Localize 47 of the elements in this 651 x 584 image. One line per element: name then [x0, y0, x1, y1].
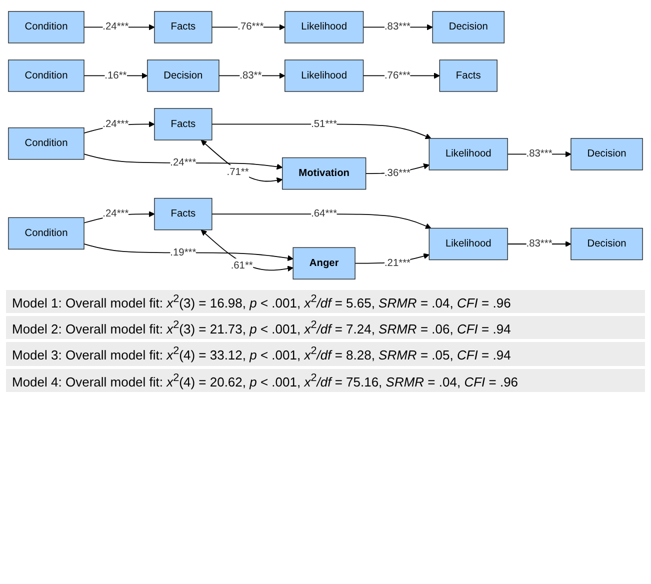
node-box: Facts	[154, 11, 212, 44]
edge-label: .83***	[526, 238, 552, 250]
arrow	[218, 72, 286, 79]
model-fit-note: Model 1: Overall model fit: x$^{2}$(3) = 16.98, p < .001, x$^{2}$/df = 5.65, SRMR = .04, CFI = .96	[6, 290, 645, 313]
edge-label: .76***	[384, 69, 411, 81]
node-box: Likelihood	[284, 60, 364, 92]
edge-label: .61**	[230, 260, 253, 272]
node-box: Anger	[292, 247, 356, 280]
edge-label: .76***	[238, 20, 264, 32]
node-box: Condition	[8, 11, 84, 44]
arrow	[200, 230, 294, 272]
node-box: Facts	[154, 108, 212, 140]
node-box: Condition	[8, 127, 84, 160]
arrow	[211, 214, 432, 229]
edge-label: .24***	[170, 156, 196, 168]
edge-label: .24***	[102, 208, 129, 220]
node-box: Likelihood	[284, 11, 364, 44]
node-box: Likelihood	[428, 138, 508, 170]
arrow	[84, 72, 148, 79]
edge-label: .16**	[104, 69, 127, 81]
node-box: Condition	[8, 217, 84, 250]
edge-label: .19***	[170, 246, 196, 258]
edge-label: .21***	[384, 257, 411, 269]
node-box: Decision	[147, 60, 220, 92]
arrow	[200, 140, 283, 184]
node-box: Decision	[570, 138, 643, 170]
arrow	[84, 243, 294, 262]
node-box: Decision	[432, 11, 505, 44]
node-box: Facts	[439, 60, 498, 92]
edge-label: .64***	[311, 208, 338, 220]
edge-label: .51***	[311, 118, 338, 130]
edge-label: .83***	[526, 148, 552, 160]
edge-label: .83***	[384, 20, 411, 32]
node-box: Facts	[154, 198, 212, 230]
node-box: Likelihood	[428, 228, 508, 260]
edge-label: .36***	[384, 167, 411, 179]
node-box: Condition	[8, 60, 84, 92]
edge-label: .24***	[102, 118, 129, 130]
edge-label: .83**	[240, 69, 262, 81]
edge-label: .71**	[226, 166, 249, 178]
model-fit-note: Model 2: Overall model fit: x$^{2}$(3) = 21.73, p < .001, x$^{2}$/df = 7.24, SRMR = .06, CFI = .94	[6, 316, 645, 340]
model-fit-note: Model 3: Overall model fit: x$^{2}$(4) = 33.12, p < .001, x$^{2}$/df = 8.28, SRMR = .05, CFI = .94	[6, 342, 645, 366]
node-box: Motivation	[282, 157, 366, 190]
arrow	[211, 124, 432, 140]
node-box: Decision	[570, 228, 643, 260]
model-fit-note: Model 4: Overall model fit: x$^{2}$(4) = 20.62, p < .001, x$^{2}$/df = 75.16, SRMR = .04, CFI = .96	[6, 368, 645, 392]
edge-label: .24***	[102, 20, 129, 32]
